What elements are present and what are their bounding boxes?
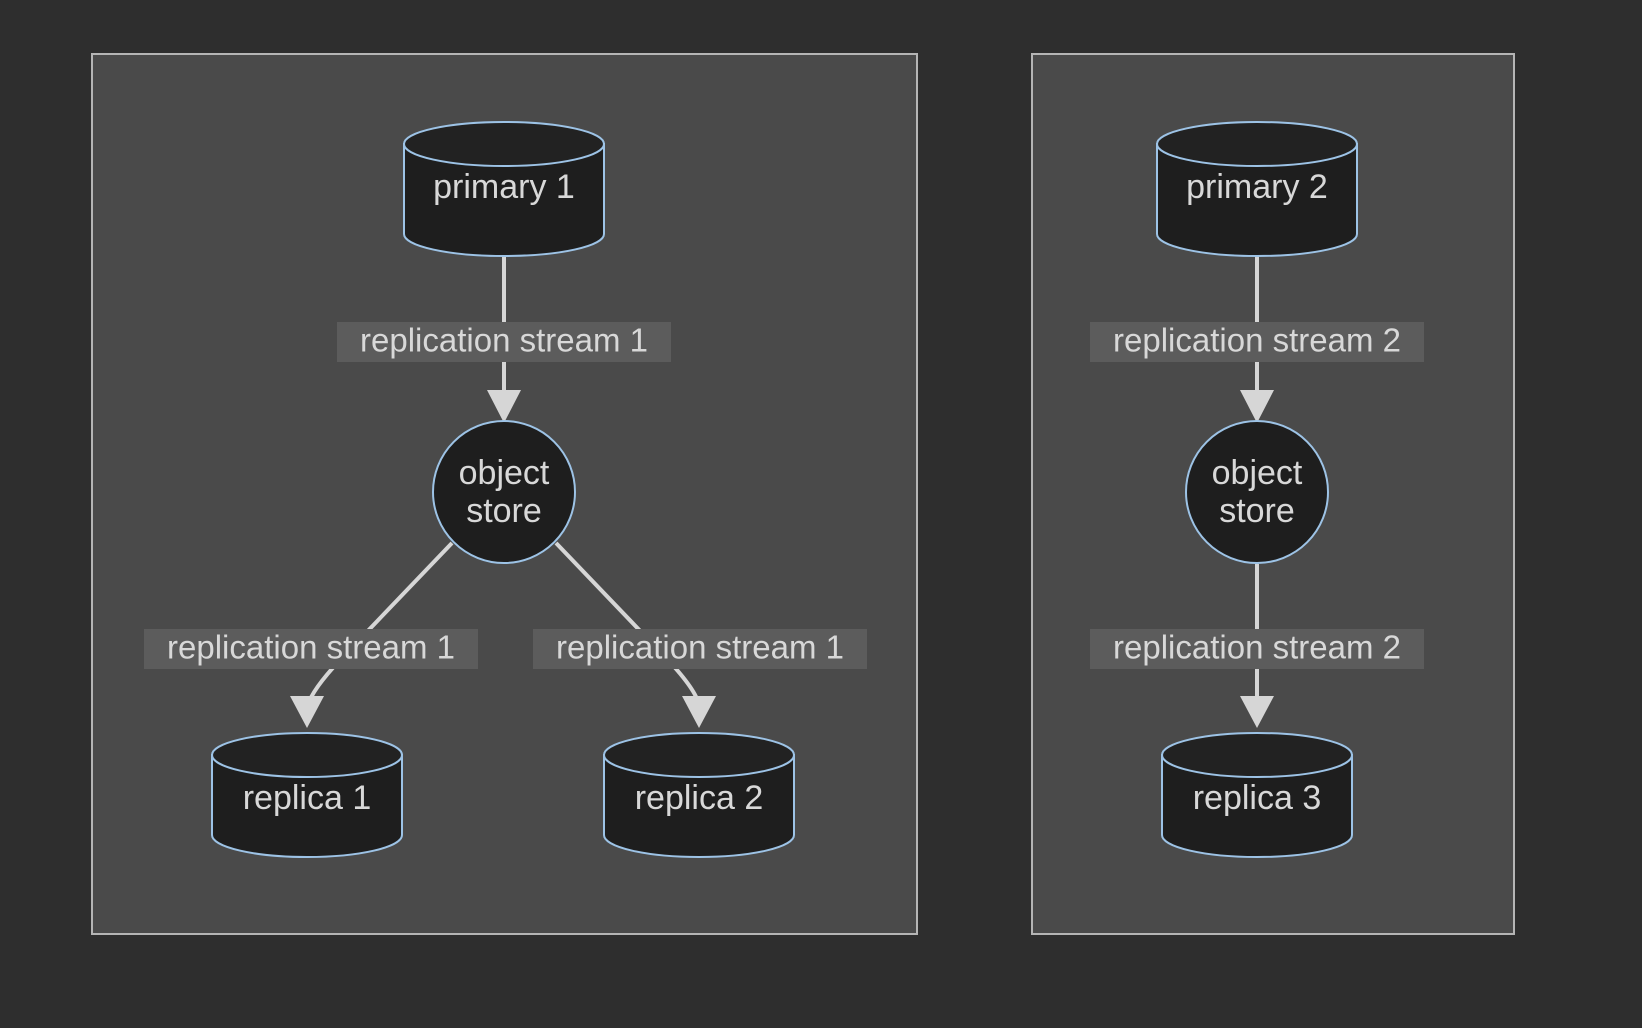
edge-label-text: replication stream 1: [556, 629, 844, 666]
node-label: primary 1: [433, 168, 575, 206]
arrow-head-icon: [1240, 390, 1274, 423]
node-label-line2: store: [1219, 492, 1295, 530]
edge-label-store2-replica3: replication stream 2: [1090, 629, 1424, 669]
node-replica-2[interactable]: replica 2: [603, 732, 795, 858]
node-label: replica 3: [1193, 779, 1322, 817]
node-label: replica 1: [243, 779, 372, 817]
cylinder-body: [211, 754, 403, 858]
edge-label-text: replication stream 2: [1113, 322, 1401, 359]
arrow-head-icon: [682, 696, 716, 728]
node-primary-2[interactable]: primary 2: [1156, 121, 1358, 257]
cylinder-top: [1161, 732, 1353, 778]
arrow-head-icon: [487, 390, 521, 423]
edge-label-background: [144, 629, 478, 669]
cylinder-top: [1156, 121, 1358, 167]
edge-label-primary1-store1: replication stream 1: [337, 322, 671, 362]
node-label: primary 2: [1186, 168, 1328, 206]
edge-label-text: replication stream 1: [360, 322, 648, 359]
node-label-line1: object: [1212, 454, 1303, 492]
cylinder-body: [603, 754, 795, 858]
node-object-store-2[interactable]: object store: [1185, 420, 1329, 564]
node-label-line2: store: [466, 492, 542, 530]
edge-label-primary2-store2: replication stream 2: [1090, 322, 1424, 362]
edge-label-background: [1090, 322, 1424, 362]
circle-shape: [1185, 420, 1329, 564]
edge-label-text: replication stream 1: [167, 629, 455, 666]
node-replica-3[interactable]: replica 3: [1161, 732, 1353, 858]
cylinder-top: [403, 121, 605, 167]
arrow-head-icon: [1240, 696, 1274, 728]
cylinder-top: [603, 732, 795, 778]
edge-label-background: [533, 629, 867, 669]
cylinder-top: [211, 732, 403, 778]
node-object-store-1[interactable]: object store: [432, 420, 576, 564]
edge-label-store1-replica2: replication stream 1: [533, 629, 867, 669]
cylinder-body: [1161, 754, 1353, 858]
edge-label-background: [1090, 629, 1424, 669]
node-label: replica 2: [635, 779, 764, 817]
node-primary-1[interactable]: primary 1: [403, 121, 605, 257]
edge-label-text: replication stream 2: [1113, 629, 1401, 666]
arrow-head-icon: [290, 696, 324, 728]
cylinder-body: [403, 143, 605, 257]
node-label-line1: object: [459, 454, 550, 492]
node-replica-1[interactable]: replica 1: [211, 732, 403, 858]
circle-shape: [432, 420, 576, 564]
edge-label-background: [337, 322, 671, 362]
edge-label-store1-replica1: replication stream 1: [144, 629, 478, 669]
cylinder-body: [1156, 143, 1358, 257]
